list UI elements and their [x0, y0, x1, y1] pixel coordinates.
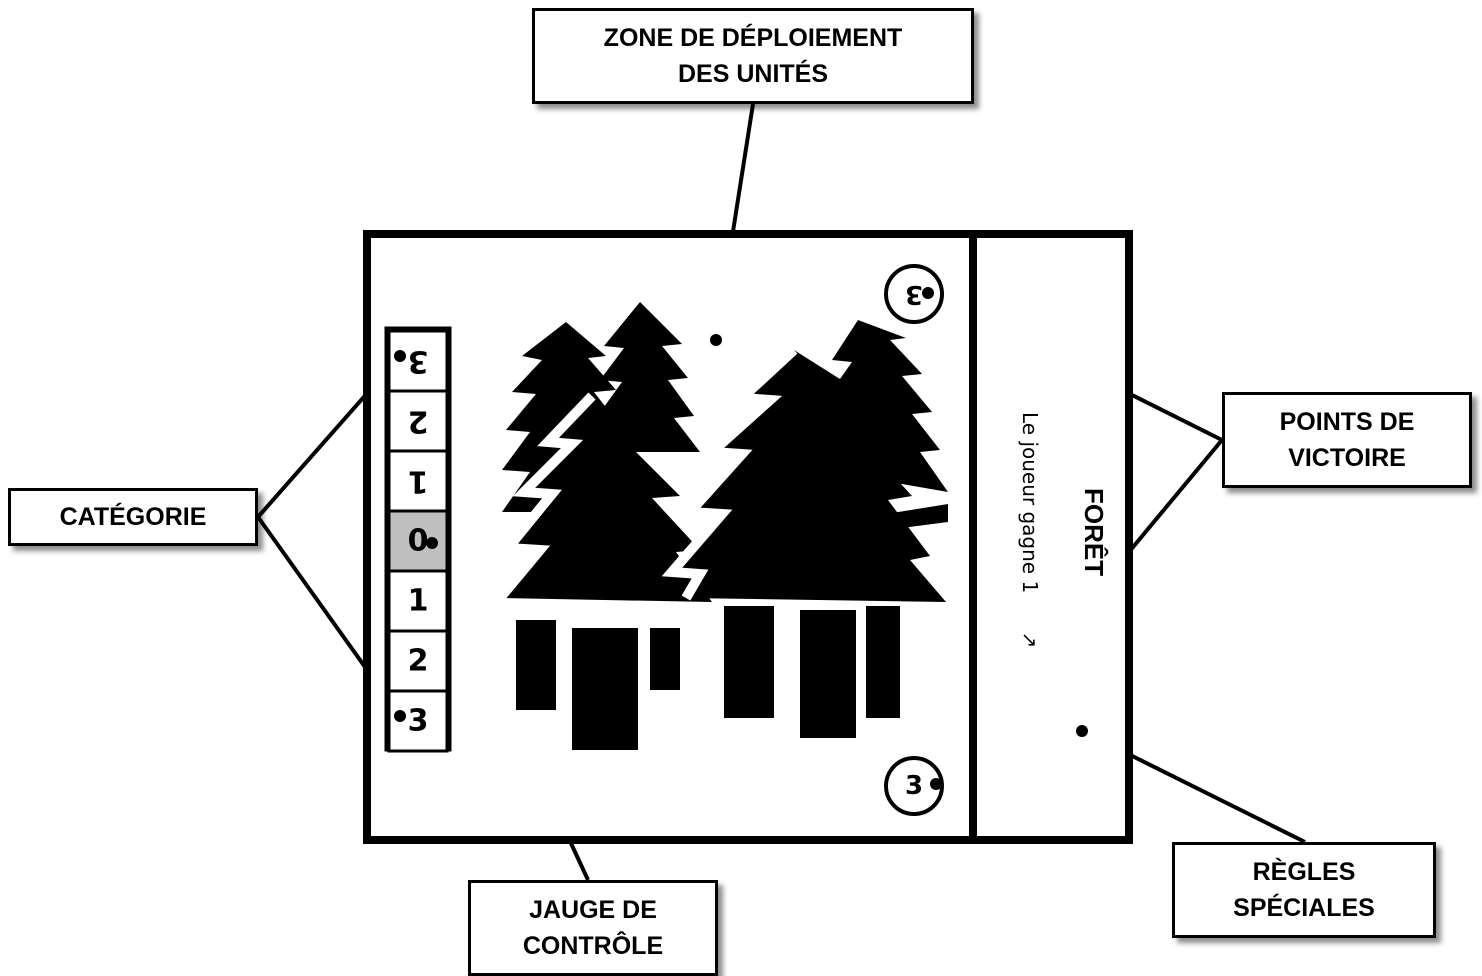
tree-trunk: [650, 628, 680, 690]
anchor-dots: [394, 287, 1088, 790]
anchor-dot: [1076, 725, 1088, 737]
label-jauge-controle: JAUGE DE CONTRÔLE: [468, 880, 718, 976]
tree-trunk: [516, 620, 556, 710]
control-gauge-value: 3: [408, 704, 429, 739]
pine-forest-icon: [496, 302, 948, 750]
control-gauge-cell: [387, 629, 449, 693]
anchor-dot: [426, 537, 438, 549]
card-rule-text: Le joueur gagne 1: [1018, 412, 1042, 593]
label-line: POINTS DE: [1279, 408, 1415, 436]
label-line: SPÉCIALES: [1233, 894, 1375, 922]
control-gauge: 3 2 1 0 1 2 3: [384, 326, 452, 753]
label-line: CONTRÔLE: [522, 932, 664, 960]
label-line: JAUGE DE: [529, 896, 657, 924]
label-line: RÈGLES: [1252, 858, 1356, 886]
tree-trunk: [886, 504, 948, 530]
tree-trunk: [572, 628, 638, 750]
tree-trunk: [800, 610, 856, 738]
anchor-dot: [922, 287, 934, 299]
control-gauge-value: 1: [408, 584, 429, 619]
tree-outline-gap-2: [661, 346, 798, 601]
card-title: FORÊT: [1079, 488, 1109, 576]
victory-point-bottom-value: 3: [905, 771, 923, 801]
victory-point-top-value: 3: [905, 279, 923, 309]
label-line: CATÉGORIE: [59, 503, 207, 531]
label-line: ZONE DE DÉPLOIEMENT: [603, 24, 903, 52]
card-text-panel: FORÊT Le joueur gagne 1 ↗: [1018, 412, 1109, 648]
label-regles-speciales: RÈGLES SPÉCIALES: [1172, 842, 1436, 938]
tree-outline-gap: [496, 392, 596, 602]
card-rule-cut-symbol: ↗: [1018, 632, 1042, 649]
anchor-dot: [394, 710, 406, 722]
pine-tree-front-left: [500, 396, 712, 602]
label-categorie: CATÉGORIE: [8, 488, 258, 546]
label-points-victoire: POINTS DE VICTOIRE: [1222, 392, 1472, 488]
control-gauge-value: 3: [408, 344, 429, 379]
anchor-dot: [930, 778, 942, 790]
anchor-dot: [394, 350, 406, 362]
victory-points: 3 3: [884, 264, 944, 816]
pine-tree-back-middle: [596, 302, 700, 452]
pine-tree-front-right: [672, 350, 946, 602]
control-gauge-cell: [387, 389, 449, 453]
victory-point-circle-top: [884, 264, 944, 324]
anchor-dot: [710, 334, 722, 346]
tree-trunk: [724, 606, 774, 718]
tree-trunk: [866, 606, 900, 718]
label-line: DES UNITÉS: [677, 60, 829, 88]
control-gauge-value: 2: [408, 644, 429, 679]
victory-point-circle-bottom: [884, 756, 944, 816]
label-zone-deploiement: ZONE DE DÉPLOIEMENT DES UNITÉS: [532, 8, 974, 104]
control-gauge-value: 2: [408, 404, 429, 439]
control-gauge-value: 0: [408, 524, 429, 559]
label-line: VICTOIRE: [1288, 444, 1406, 472]
control-gauge-value: 1: [408, 464, 429, 499]
